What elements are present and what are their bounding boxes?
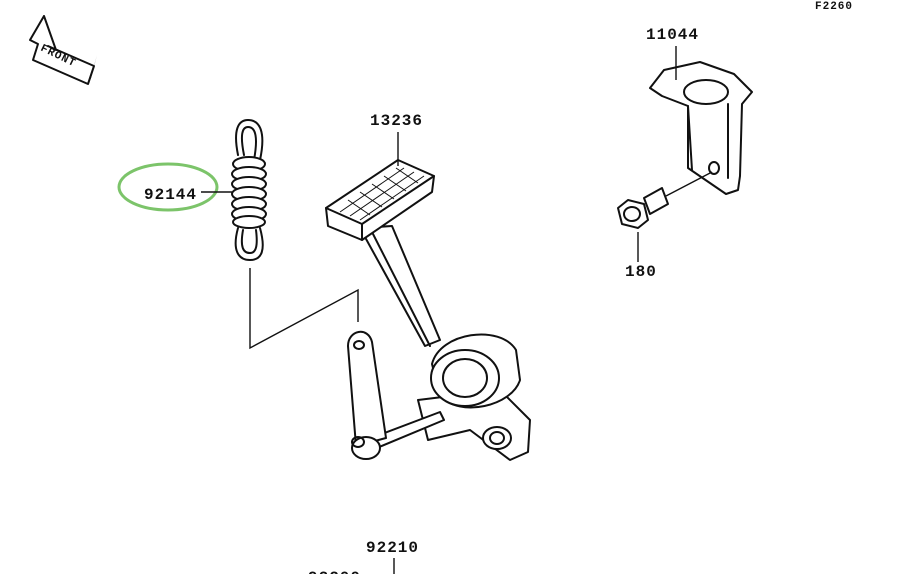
brake-pedal-part[interactable]: [325, 159, 531, 461]
part-label-11044[interactable]: 11044: [646, 26, 699, 44]
part-label-92210[interactable]: 92210: [366, 539, 419, 557]
bolt-part[interactable]: [617, 171, 713, 229]
part-label-13236[interactable]: 13236: [370, 112, 423, 130]
diagram-code: F2260: [815, 1, 853, 13]
part-label-92144[interactable]: 92144: [144, 186, 197, 204]
part-label-92200[interactable]: 92200: [308, 569, 361, 574]
highlight-ring: [117, 162, 219, 212]
bracket-part[interactable]: [649, 61, 753, 195]
front-arrow-icon: FRONT: [29, 15, 97, 85]
part-label-180[interactable]: 180: [625, 263, 657, 281]
spring-part[interactable]: [231, 119, 267, 261]
